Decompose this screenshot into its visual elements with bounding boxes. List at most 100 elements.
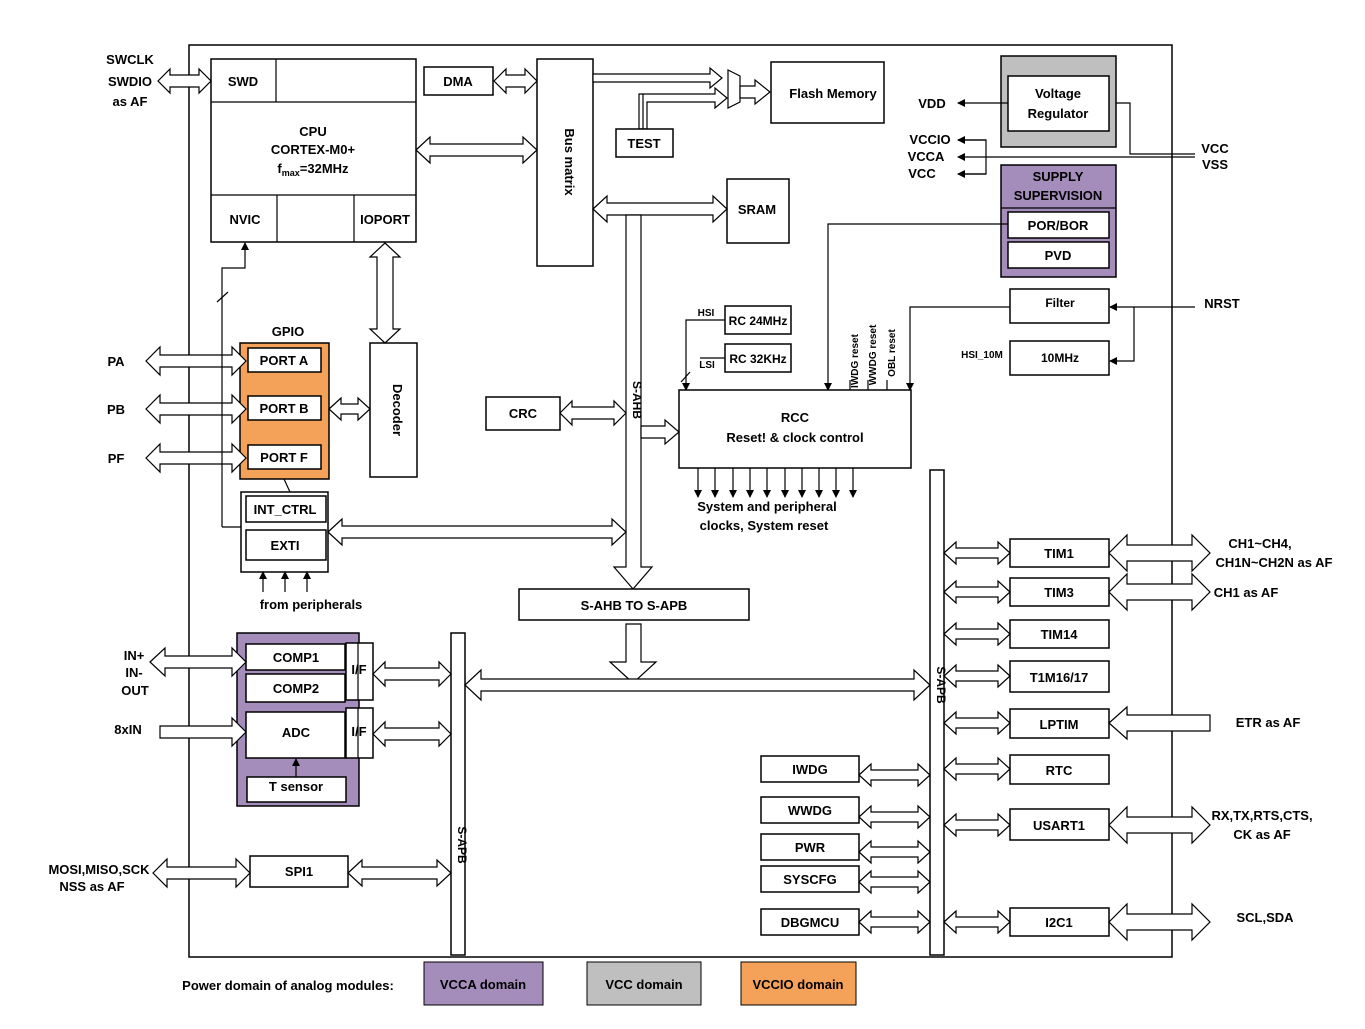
- cpu-block: [210, 58, 417, 243]
- fmax-sub: max: [282, 168, 300, 178]
- por-bor-block: [1007, 211, 1110, 239]
- pin-in-minus: IN-: [125, 665, 142, 680]
- spi1-block: [249, 855, 349, 888]
- por-bor-label: POR/BOR: [1028, 218, 1089, 233]
- int-ctrl-label: INT_CTRL: [254, 502, 317, 517]
- t-sensor-block: [246, 776, 347, 803]
- pin-etr: ETR as AF: [1236, 715, 1301, 730]
- pin-out: OUT: [121, 683, 149, 698]
- adc-if-block: [345, 707, 374, 759]
- s-apb-left-label: S-APB: [455, 826, 469, 864]
- pin-tim3: CH1 as AF: [1214, 585, 1279, 600]
- iwdg-reset-label: IWDG reset: [850, 333, 861, 388]
- usart1-label: USART1: [1033, 818, 1085, 833]
- filter-block: [1009, 288, 1110, 324]
- wwdg-block: [760, 796, 860, 824]
- s-ahb-label: S-AHB: [630, 381, 644, 419]
- pin-spi-1: MOSI,MISO,SCK: [48, 862, 150, 877]
- pvd-block: [1007, 241, 1110, 269]
- rc32-block: [724, 343, 792, 373]
- adc-if-label: I/F: [351, 724, 366, 739]
- obl-reset-label: OBL reset: [887, 329, 898, 377]
- pin-swdio: SWDIO: [108, 74, 152, 89]
- legend-vcc: [586, 961, 702, 1006]
- pin-pa: PA: [107, 354, 125, 369]
- pin-usart-2: CK as AF: [1233, 827, 1290, 842]
- i2c1-block: [1009, 907, 1110, 937]
- dma-label: DMA: [443, 74, 473, 89]
- adc-label: ADC: [282, 725, 311, 740]
- rc24-block: [724, 305, 792, 335]
- gpio-label: GPIO: [272, 324, 305, 339]
- legend-label: Power domain of analog modules:: [182, 978, 394, 993]
- sram-label: SRAM: [738, 202, 776, 217]
- dbgmcu-block: [760, 908, 860, 936]
- fmax-val: =32MHz: [300, 161, 349, 176]
- port-b-label: PORT B: [259, 401, 308, 416]
- tim3-block: [1009, 577, 1110, 607]
- hsi-label: HSI: [698, 308, 715, 319]
- bus-matrix-label: Bus matrix: [562, 128, 577, 196]
- cpu-core-label: CORTEX-M0+: [271, 142, 356, 157]
- crc-block: [485, 396, 561, 431]
- comp2-block: [245, 673, 346, 703]
- pin-swclk: SWCLK: [106, 52, 154, 67]
- comp-if-label: I/F: [351, 662, 366, 677]
- tim3-label: TIM3: [1044, 585, 1074, 600]
- dbgmcu-label: DBGMCU: [781, 915, 840, 930]
- pin-nrst: NRST: [1204, 296, 1239, 311]
- decoder-block: [369, 342, 418, 478]
- comp1-block: [245, 643, 346, 671]
- legend-vcca-label: VCCA domain: [440, 977, 526, 992]
- port-a-block: [247, 347, 322, 373]
- chip-outline: [188, 44, 1173, 958]
- legend-vccio: [740, 961, 857, 1006]
- tim14-block: [1009, 619, 1110, 649]
- decoder-label: Decoder: [390, 384, 405, 436]
- legend-vccio-label: VCCIO domain: [752, 977, 843, 992]
- pwr-label: PWR: [795, 840, 826, 855]
- port-a-label: PORT A: [260, 353, 309, 368]
- rc32-label: RC 32KHz: [729, 352, 786, 366]
- bridge-block: [518, 588, 750, 621]
- hsi-10m-label: HSI_10M: [961, 350, 1003, 361]
- legend-vcca: [423, 961, 544, 1006]
- rcc-out-label-1: System and peripheral: [697, 499, 836, 514]
- supply-label-1: SUPPLY: [1033, 169, 1084, 184]
- pin-tim1-1: CH1~CH4,: [1228, 536, 1291, 551]
- tim1-label: TIM1: [1044, 546, 1074, 561]
- cpu-label: CPU: [299, 124, 326, 139]
- adc-block: [245, 711, 346, 759]
- rcc-output-arrows: [694, 468, 857, 498]
- s-apb-left: [450, 632, 466, 956]
- port-f-label: PORT F: [260, 450, 308, 465]
- legend-vcc-label: VCC domain: [605, 977, 682, 992]
- pin-adc-in: 8xIN: [114, 722, 141, 737]
- sram-block: [726, 178, 790, 244]
- pin-spi-2: NSS as AF: [59, 879, 124, 894]
- pin-i2c: SCL,SDA: [1236, 910, 1294, 925]
- osc-10m-block: [1009, 340, 1110, 376]
- port-f-block: [247, 444, 322, 470]
- pin-vss: VSS: [1202, 157, 1228, 172]
- comp2-label: COMP2: [273, 681, 319, 696]
- test-block: [615, 128, 674, 158]
- pin-vcc-in: VCC: [1201, 141, 1229, 156]
- flash-label: Flash Memory: [789, 86, 877, 101]
- pin-swdio-af: as AF: [113, 94, 148, 109]
- pin-vcc: VCC: [908, 166, 936, 181]
- s-apb-right-label: S-APB: [934, 666, 948, 704]
- from-peripherals-label: from peripherals: [260, 597, 363, 612]
- s-apb-right: [929, 469, 945, 956]
- flash-block: [770, 61, 885, 124]
- syscfg-label: SYSCFG: [783, 872, 836, 887]
- rc24-label: RC 24MHz: [729, 314, 788, 328]
- tim1617-label: T1M16/17: [1030, 670, 1089, 685]
- rcc-block: [678, 389, 912, 469]
- fmax-f: f: [277, 161, 282, 176]
- tim14-label: TIM14: [1041, 627, 1079, 642]
- bus-matrix-block: [536, 58, 594, 267]
- i2c1-label: I2C1: [1045, 915, 1072, 930]
- bridge-label: S-AHB TO S-APB: [581, 598, 688, 613]
- vreg-label-1: Voltage: [1035, 86, 1081, 101]
